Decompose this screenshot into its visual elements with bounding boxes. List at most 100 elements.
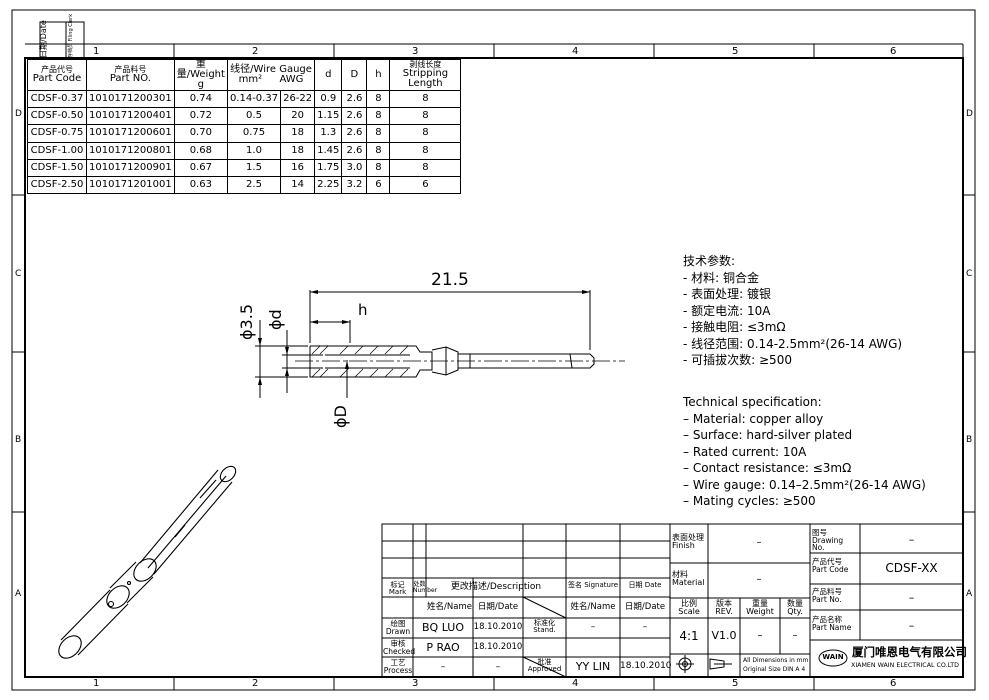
zone-col-6-top: 6 [890, 46, 897, 57]
drawing-no-value: – [908, 533, 915, 546]
weight-label: 重量 Weight [746, 599, 774, 616]
specs-cn: 技术参数: - 材料: 铜合金 - 表面处理: 镀银 - 额定电流: 10A -… [683, 253, 902, 369]
zone-col-1-top: 1 [93, 46, 100, 57]
rev-label: 版本 REV. [715, 599, 733, 616]
checked-name: P RAO [426, 641, 460, 654]
zone-row-c-left: C [15, 269, 22, 279]
drawn-date: 18.10.2010 [473, 622, 523, 632]
zone-row-b-right: B [966, 435, 973, 445]
list-item: - 接触电阻: ≤3mΩ [683, 320, 786, 334]
date-header: 日期 Date [628, 581, 662, 589]
scale-label: 比例 Scale [678, 599, 700, 616]
name-header: 姓名/Name [427, 602, 472, 612]
list-item: – Surface: hard-silver plated [683, 428, 853, 442]
contact-section-view [255, 290, 625, 398]
company-name-cn: 厦门唯恩电气有限公司 [852, 645, 967, 659]
outer-d-label: ϕD [331, 405, 350, 428]
zone-col-3-bottom: 3 [412, 678, 419, 689]
drawing-no-label: 图号 Drawing No. [812, 528, 844, 552]
length-dimension-label: 21.5 [431, 270, 469, 290]
zone-row-b-left: B [15, 435, 22, 445]
zone-row-c-right: C [966, 269, 973, 279]
stand-label: 标准化 Stand. [533, 619, 556, 634]
zone-row-a-right: A [966, 589, 973, 599]
list-item: - 额定电流: 10A [683, 303, 771, 318]
name-header-2: 姓名/Name [570, 602, 616, 612]
material-value: – [756, 574, 762, 585]
specs-en: Technical specification: – Material: cop… [683, 394, 926, 510]
checked-date: 18.10.2010 [473, 642, 523, 652]
mark-header: 标记 Mark [388, 581, 407, 596]
process-name: – [440, 662, 446, 672]
rev-value: V1.0 [711, 629, 737, 642]
zone-col-5-bottom: 5 [732, 678, 739, 689]
signature-header: 签名 Signature [568, 581, 618, 589]
list-item: – Wire gauge: 0.14–2.5mm²(26-14 AWG) [683, 477, 926, 492]
zone-col-2-top: 2 [252, 46, 259, 57]
approved-name: YY LIN [575, 660, 611, 673]
zone-col-4-top: 4 [572, 46, 579, 57]
process-date: – [495, 662, 501, 672]
finish-value: – [756, 537, 762, 548]
h-header: h [366, 59, 391, 91]
part-no-value: – [908, 591, 915, 604]
zone-col-1-bottom: 1 [93, 678, 100, 689]
drawn-name: BQ LUO [422, 621, 464, 634]
big-d-header: D [341, 59, 368, 91]
part-name-label: 产品名称 Part Name [812, 615, 852, 632]
stand-name: – [590, 622, 596, 632]
list-item: - 线径范围: 0.14-2.5mm²(26-14 AWG) [683, 336, 903, 351]
contact-isometric-view [58, 465, 237, 659]
company-logo: WAIN [822, 653, 844, 661]
approved-date: 18.10.2010 [620, 661, 672, 671]
qty-value: – [792, 630, 798, 641]
part-no-label: 产品料号 Part No. [812, 587, 842, 604]
list-item: – Rated current: 10A [683, 444, 807, 459]
list-item: – Material: copper alloy [683, 411, 824, 426]
drawn-label: 绘图 Drawn [385, 619, 411, 636]
checked-label: 审核 Checked [383, 639, 416, 656]
stand-date: – [642, 622, 648, 632]
specs-cn-title: 技术参数: [683, 254, 736, 268]
number-header: 处数 Number [413, 581, 438, 594]
material-label: 材料 Material [672, 570, 705, 587]
list-item: - 表面处理: 镀银 [683, 287, 772, 301]
zone-col-4-bottom: 4 [572, 678, 579, 689]
company-name-en: XIAMEN WAIN ELECTRICAL CO.LTD [851, 662, 959, 669]
list-item: - 材料: 铜合金 [683, 270, 760, 285]
approved-label: 批准 Approved [527, 658, 562, 673]
outer-diameter-label: ϕ3.5 [237, 304, 256, 340]
date-header-3: 日期/Date [624, 602, 666, 612]
list-item: – Mating cycles: ≥500 [683, 494, 816, 508]
filing-clerk-margin-label: 存档员 Filing Clerk [68, 13, 74, 58]
part-name-value: – [908, 619, 915, 632]
qty-label: 数量 Qty. [787, 599, 803, 616]
list-item: – Contact resistance: ≤3mΩ [683, 461, 852, 475]
zone-col-3-top: 3 [412, 46, 419, 57]
zone-row-d-right: D [966, 109, 973, 119]
list-item: - 可插拔次数: ≥500 [683, 353, 792, 367]
date-header-2: 日期/Date [477, 602, 519, 612]
dimensions-note-1: All Dimensions in mm [743, 657, 809, 664]
part-code-value: CDSF-XX [885, 561, 938, 575]
part-code-label: 产品代号 Part Code [812, 557, 849, 574]
date-margin-label: 日期/Date [39, 20, 48, 58]
inner-diameter-label: ϕd [266, 309, 285, 330]
zone-row-a-left: A [15, 589, 22, 599]
scale-value: 4:1 [679, 629, 699, 643]
specs-en-title: Technical specification: [683, 395, 822, 409]
finish-label: 表面处理 Finish [672, 533, 704, 550]
weight-value: – [757, 630, 763, 641]
